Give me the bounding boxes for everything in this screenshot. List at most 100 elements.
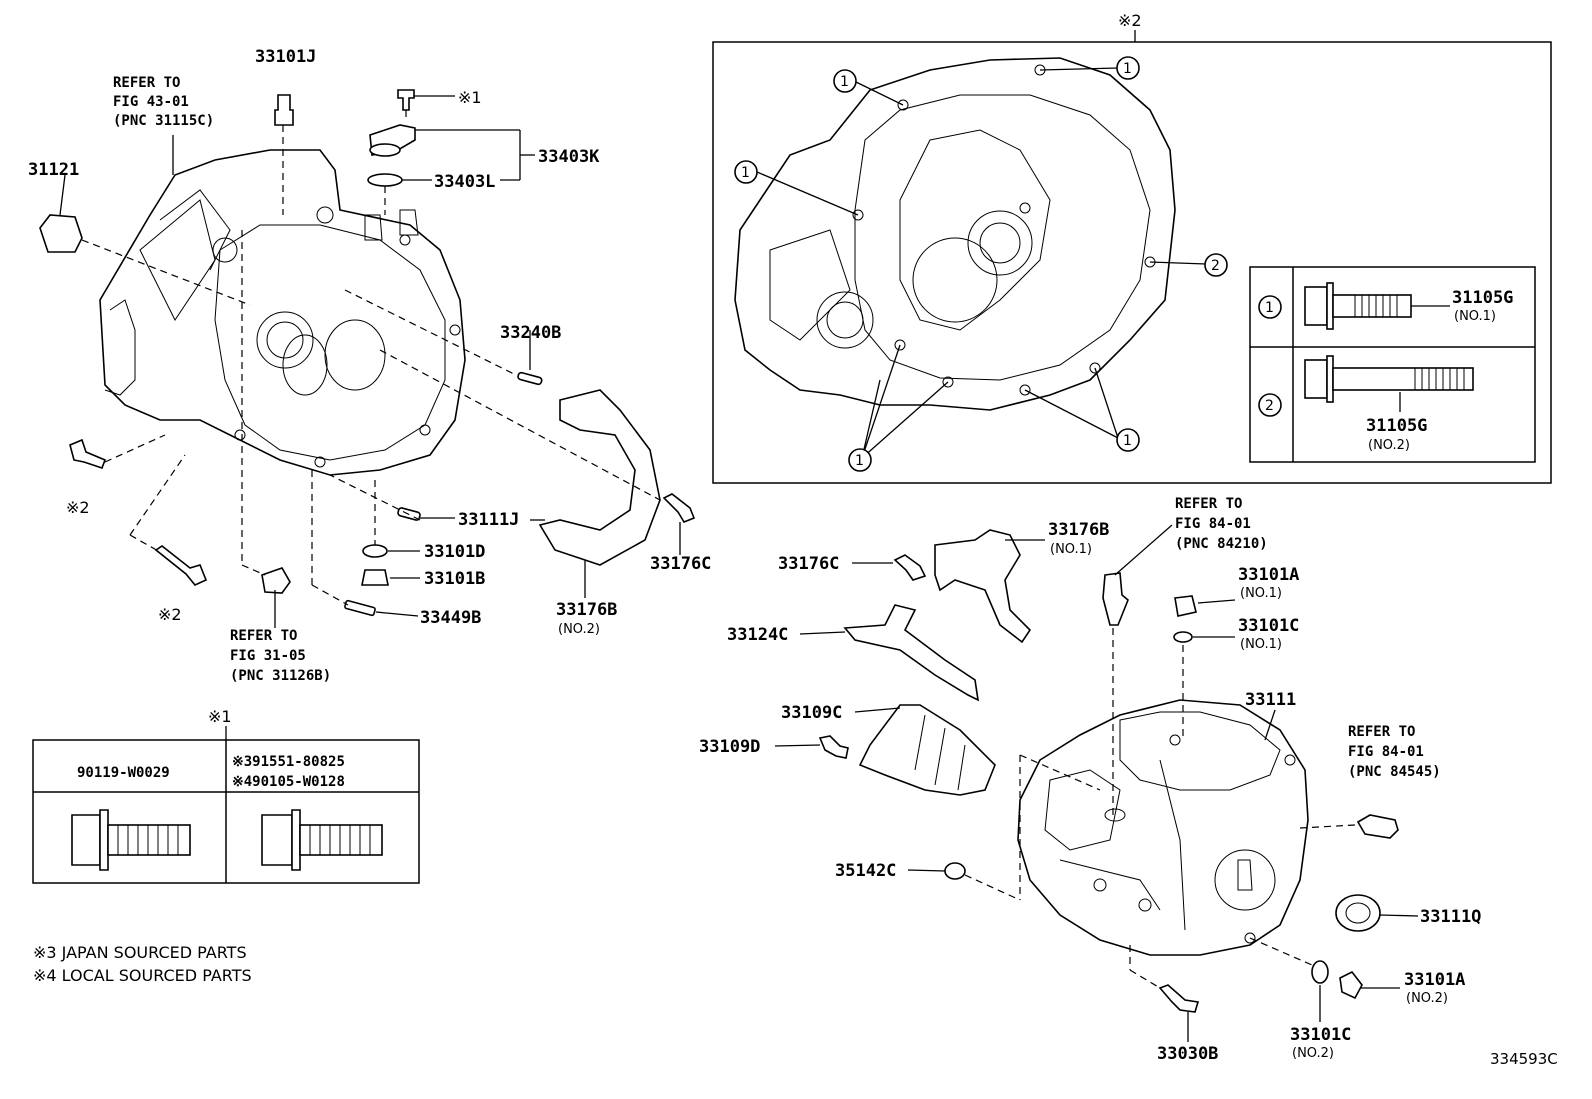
label-33101C-no1: 33101C <box>1238 616 1299 636</box>
label-33109D: 33109D <box>699 737 760 757</box>
label-31105G-no2-sub: (NO.2) <box>1368 438 1410 453</box>
right-small-parts <box>818 529 1399 1013</box>
plate-33449B-icon <box>344 599 376 617</box>
bolt-33109D-icon <box>818 735 849 759</box>
label-33101B: 33101B <box>424 569 485 589</box>
label-33176B-no1-sub: (NO.1) <box>1050 542 1092 557</box>
label-33176B-no1: 33176B <box>1048 520 1109 540</box>
seal-35142C-icon <box>944 862 966 880</box>
transaxle-case-rear <box>1017 699 1309 956</box>
label-33176B-no2-sub: (NO.2) <box>558 622 600 637</box>
right-labels: 33176B (NO.1) 33176C 33124C 33109C 33109… <box>699 496 1558 1068</box>
detail-box-mark2: ※2 1 <box>712 11 1552 484</box>
label-33176B-no2: 33176B <box>556 600 617 620</box>
callout-1-bottom-right: 1 <box>1116 428 1140 452</box>
refer4-line2: FIG 84-01 <box>1348 744 1424 760</box>
bolt-table-mark: ※1 <box>208 707 232 726</box>
label-33101D: 33101D <box>424 542 485 562</box>
left-leaders <box>59 95 681 628</box>
svg-text:1: 1 <box>1123 61 1132 77</box>
svg-text:2: 2 <box>1211 258 1220 274</box>
gasket-33101C-no2-icon <box>1311 960 1329 984</box>
refer1-line2: FIG 43-01 <box>113 94 189 110</box>
label-33101C-no2-sub: (NO.2) <box>1292 1046 1334 1061</box>
label-33109C: 33109C <box>781 703 842 723</box>
bolt-table-col2-line2: ※490105-W0128 <box>232 774 345 790</box>
bolt-table: ※1 90119-W0029 ※391551-80825 ※490105-W01… <box>32 707 420 884</box>
plug-33101J-icon <box>274 94 294 126</box>
refer2-line3: (PNC 31126B) <box>230 668 331 684</box>
illustration-id: 334593C <box>1490 1050 1558 1068</box>
label-33111: 33111 <box>1245 690 1296 710</box>
callout-1-left: 1 <box>734 160 758 184</box>
bolt-mark1-icon <box>397 89 415 111</box>
cover-33176B-no2-icon <box>538 389 661 566</box>
callout-1-bottom-left: 1 <box>848 448 872 472</box>
label-33101A-no1-sub: (NO.1) <box>1240 586 1282 601</box>
pin-33240B-icon <box>517 371 543 386</box>
o-ring-33403L-icon <box>367 173 403 187</box>
label-33101A-no2-sub: (NO.2) <box>1406 991 1448 1006</box>
right-leaders <box>774 524 1419 1042</box>
label-33403L: 33403L <box>434 172 495 192</box>
refer3-line2: FIG 84-01 <box>1175 516 1251 532</box>
cap-31121-icon <box>39 214 83 253</box>
label-33101A-no1: 33101A <box>1238 565 1299 585</box>
callout-1-top-left: 1 <box>833 69 857 93</box>
svg-text:1: 1 <box>1123 433 1132 449</box>
flange-bolt-icon <box>261 809 383 871</box>
left-small-parts <box>39 89 696 617</box>
callout-2-right: 2 <box>1204 253 1228 277</box>
label-31105G-no1-sub: (NO.1) <box>1454 309 1496 324</box>
refer1-line1: REFER TO <box>113 75 180 91</box>
label-33449B: 33449B <box>420 608 481 628</box>
bolt-33030B-icon <box>1158 984 1200 1013</box>
bolt-mark2-upper-icon <box>69 438 107 470</box>
label-33111J: 33111J <box>458 510 519 530</box>
refer2-line2: FIG 31-05 <box>230 648 306 664</box>
svg-text:1: 1 <box>855 453 864 469</box>
label-33176C-left: 33176C <box>650 554 711 574</box>
label-33101C-no1-sub: (NO.1) <box>1240 637 1282 652</box>
refer3-line1: REFER TO <box>1175 496 1242 512</box>
callout-1-top-right: 1 <box>1116 56 1140 80</box>
bolt-31105G-no1-icon <box>1304 282 1412 330</box>
label-33176C-right: 33176C <box>778 554 839 574</box>
sensor-84545-icon <box>1356 814 1399 839</box>
bolt-31105G-no2-icon <box>1304 355 1474 403</box>
svg-text:1: 1 <box>1265 300 1274 316</box>
oil-seal-33111Q-icon <box>1335 894 1381 932</box>
svg-text:1: 1 <box>741 165 750 181</box>
gasket-33101C-no1-icon <box>1173 631 1193 643</box>
label-33101J: 33101J <box>255 47 316 67</box>
plug-33101A-no2-icon <box>1339 970 1363 1000</box>
plug-33101A-no1-icon <box>1174 595 1197 617</box>
bracket-33124C-icon <box>843 604 980 702</box>
label-33111Q: 33111Q <box>1420 907 1481 927</box>
left-labels: 33101J 31121 33403K 33403L 33240B 33111J… <box>28 47 711 684</box>
label-31121: 31121 <box>28 160 79 180</box>
mark1-label: ※1 <box>458 88 482 107</box>
note-local-sourced: ※4 LOCAL SOURCED PARTS <box>33 966 252 985</box>
transaxle-case-front <box>99 149 466 476</box>
label-35142C: 35142C <box>835 861 896 881</box>
label-33101C-no2: 33101C <box>1290 1025 1351 1045</box>
bracket-33176B-no1-icon <box>934 529 1032 644</box>
bolt-table-col1: 90119-W0029 <box>77 765 170 781</box>
refer3-line3: (PNC 84210) <box>1175 536 1268 552</box>
mark2-label-upper: ※2 <box>66 498 90 517</box>
bolt-33176C-right-icon <box>893 554 927 581</box>
label-33403K: 33403K <box>538 147 600 167</box>
sensor-84210-icon <box>1102 572 1129 626</box>
label-33101A-no2: 33101A <box>1404 970 1465 990</box>
plug-33101B-icon <box>361 569 389 586</box>
bolt-table-col2-line1: ※391551-80825 <box>232 754 345 770</box>
bolt-legend-table: 1 2 31105G (NO.1) <box>1249 266 1536 463</box>
detail-box-mark: ※2 <box>1118 11 1142 30</box>
bolt-33176C-left-icon <box>662 493 696 523</box>
label-33030B: 33030B <box>1157 1044 1218 1064</box>
label-33240B: 33240B <box>500 323 561 343</box>
svg-text:2: 2 <box>1265 398 1274 414</box>
svg-text:1: 1 <box>840 74 849 90</box>
